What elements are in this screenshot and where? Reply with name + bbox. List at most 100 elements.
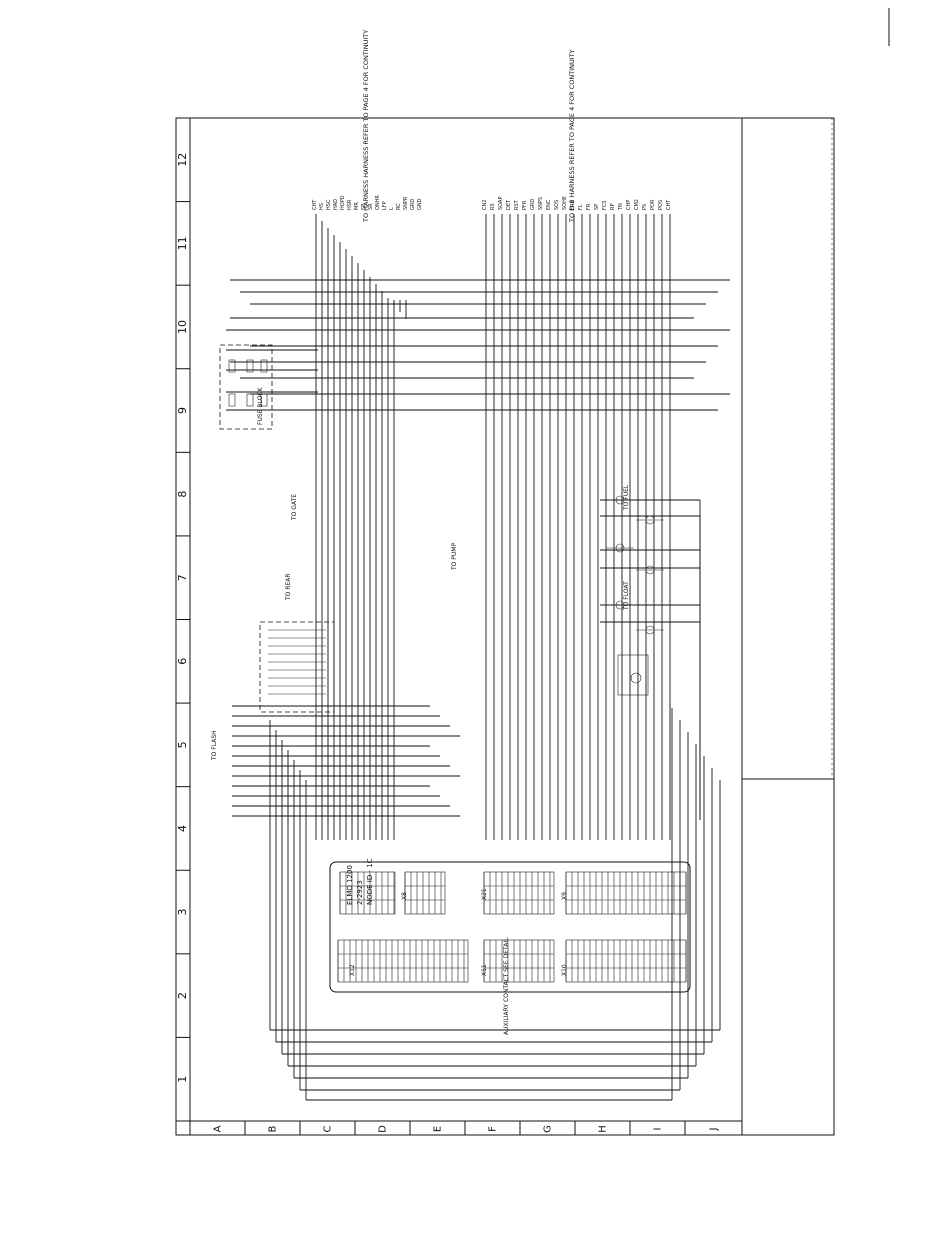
- row-zone-label: I: [653, 1128, 664, 1131]
- row-zone-label: E: [433, 1126, 444, 1132]
- row-zone-label: J: [709, 1128, 720, 1132]
- wire-tag: PFR: [522, 200, 528, 210]
- fuse-symbol: [260, 359, 268, 373]
- wire-tag: CM2: [634, 199, 640, 210]
- row-zone-label: B: [268, 1125, 279, 1132]
- column-zone-label: 12: [176, 153, 189, 167]
- load-components: [606, 495, 664, 635]
- wire-tag: MR: [354, 202, 360, 210]
- wire-tag: DET: [506, 199, 512, 210]
- connector-x21: X21: [481, 888, 488, 900]
- wire-tag: RS: [490, 203, 496, 210]
- fuse-symbol: [260, 393, 268, 407]
- to-fuel-note: TO FUEL: [623, 484, 630, 511]
- wire-tag: GRD: [410, 199, 416, 210]
- column-zone-label: 4: [176, 825, 189, 832]
- connector-x9: X9: [561, 892, 568, 900]
- wire-tag: SNPR: [403, 196, 409, 210]
- module-name: ELMO 1200: [346, 865, 354, 905]
- wire-tag: ENC: [546, 199, 552, 210]
- fuse-symbol: [246, 393, 254, 407]
- fuse-symbol: [246, 359, 254, 373]
- wire-tag: SOHE: [562, 196, 568, 210]
- column-zone-label: 6: [176, 658, 189, 665]
- fuse-symbol: [228, 359, 236, 373]
- wire-tag: SP: [361, 204, 367, 210]
- bottom-harness-note: TO D-8 HARNESS REFER TO PAGE 4 FOR CONTI…: [568, 49, 576, 223]
- column-zone-label: 5: [176, 741, 189, 748]
- module-node: NODE ID - 1C: [366, 858, 374, 905]
- wire-tag: TN: [618, 203, 624, 211]
- wire-tag: RP: [610, 204, 616, 211]
- connector-x12: X12: [349, 964, 356, 976]
- wire-tag: GRD: [530, 199, 536, 210]
- wire-tag: RC: [396, 203, 402, 210]
- row-zone-label: A: [213, 1125, 224, 1132]
- wire-tag: HOPD: [340, 195, 346, 210]
- column-zone-label: 10: [176, 320, 189, 334]
- to-gate-note: TO GATE: [291, 494, 298, 521]
- column-zone-label: 3: [176, 909, 189, 916]
- column-zone-label: 2: [176, 992, 189, 999]
- wire-tag: LFP: [382, 201, 388, 210]
- column-zone-label: 1: [176, 1076, 189, 1083]
- fuse-block: [219, 344, 273, 430]
- wire-tag: SOAP: [498, 197, 504, 210]
- wire-tag: PS: [642, 204, 648, 210]
- relay-detail-lines: [268, 629, 326, 695]
- column-zone-label: 7: [176, 574, 189, 581]
- column-zone-label: 11: [176, 236, 189, 250]
- column-zone-label: 9: [176, 407, 189, 414]
- to-flash-note: TO FLASH: [211, 730, 218, 761]
- fuse-symbols: [228, 359, 268, 407]
- wire-tag: SP: [594, 204, 600, 210]
- controller-module: [329, 861, 691, 993]
- wire-tag: HAD: [333, 199, 339, 210]
- fuse-symbol: [228, 393, 236, 407]
- wire-tag: FR: [586, 203, 592, 210]
- row-zone-label: D: [378, 1125, 389, 1133]
- module-terminal-strips: [337, 871, 687, 983]
- connector-x11: X11: [481, 964, 488, 976]
- wire-tag: SR: [368, 203, 374, 210]
- wiring-harness: [226, 214, 730, 1101]
- fuse-block-label: FUSE BLOCK: [257, 386, 264, 425]
- wire-tag: HSR: [347, 199, 353, 210]
- pump-motor-symbol: [630, 672, 642, 684]
- wire-tag: POS: [658, 200, 664, 210]
- connector-x10: X10: [561, 964, 568, 976]
- row-zone-labels: A B C D E F G H I J: [213, 1125, 720, 1133]
- row-zone-label: H: [598, 1125, 609, 1133]
- wire-tag: CN2: [482, 200, 488, 210]
- module-part: 2-2923: [356, 880, 364, 905]
- wire-tag: CHP: [626, 200, 632, 210]
- pump-switch-symbol: [617, 654, 649, 696]
- row-zone-label: G: [543, 1125, 554, 1133]
- to-float-note: TO FLOAT: [623, 581, 630, 611]
- terminal-strip: [483, 939, 555, 983]
- terminal-strip: [483, 871, 555, 915]
- wire-tag: CHT: [666, 199, 672, 210]
- wire-tag: FL: [578, 204, 584, 210]
- terminal-strip: [337, 939, 469, 983]
- wire-tag: L: [389, 207, 395, 210]
- wire-tag: ONHR: [375, 195, 381, 210]
- wire-tag: HS: [319, 203, 325, 210]
- aux-contact-note: AUXILIARY CONTACT SEE DETAIL: [503, 937, 510, 1035]
- to-rear-note: TO REAR: [285, 573, 292, 601]
- wire-tag: HSC: [326, 199, 332, 210]
- column-zone-ticks: [176, 117, 190, 1122]
- to-pump-note: TO PUMP: [451, 543, 458, 571]
- wire-tag: SOS: [554, 200, 560, 210]
- row-zone-label: F: [488, 1126, 499, 1132]
- top-harness-note: TO HARNESS HARNESS REFER TO PAGE 4 FOR C…: [362, 30, 370, 223]
- connector-x8: X8: [401, 892, 408, 900]
- wire-tag: POR: [650, 199, 656, 210]
- row-zone-label: C: [323, 1125, 334, 1132]
- relay-box: [259, 621, 335, 713]
- wire-tag: CHT: [312, 199, 318, 210]
